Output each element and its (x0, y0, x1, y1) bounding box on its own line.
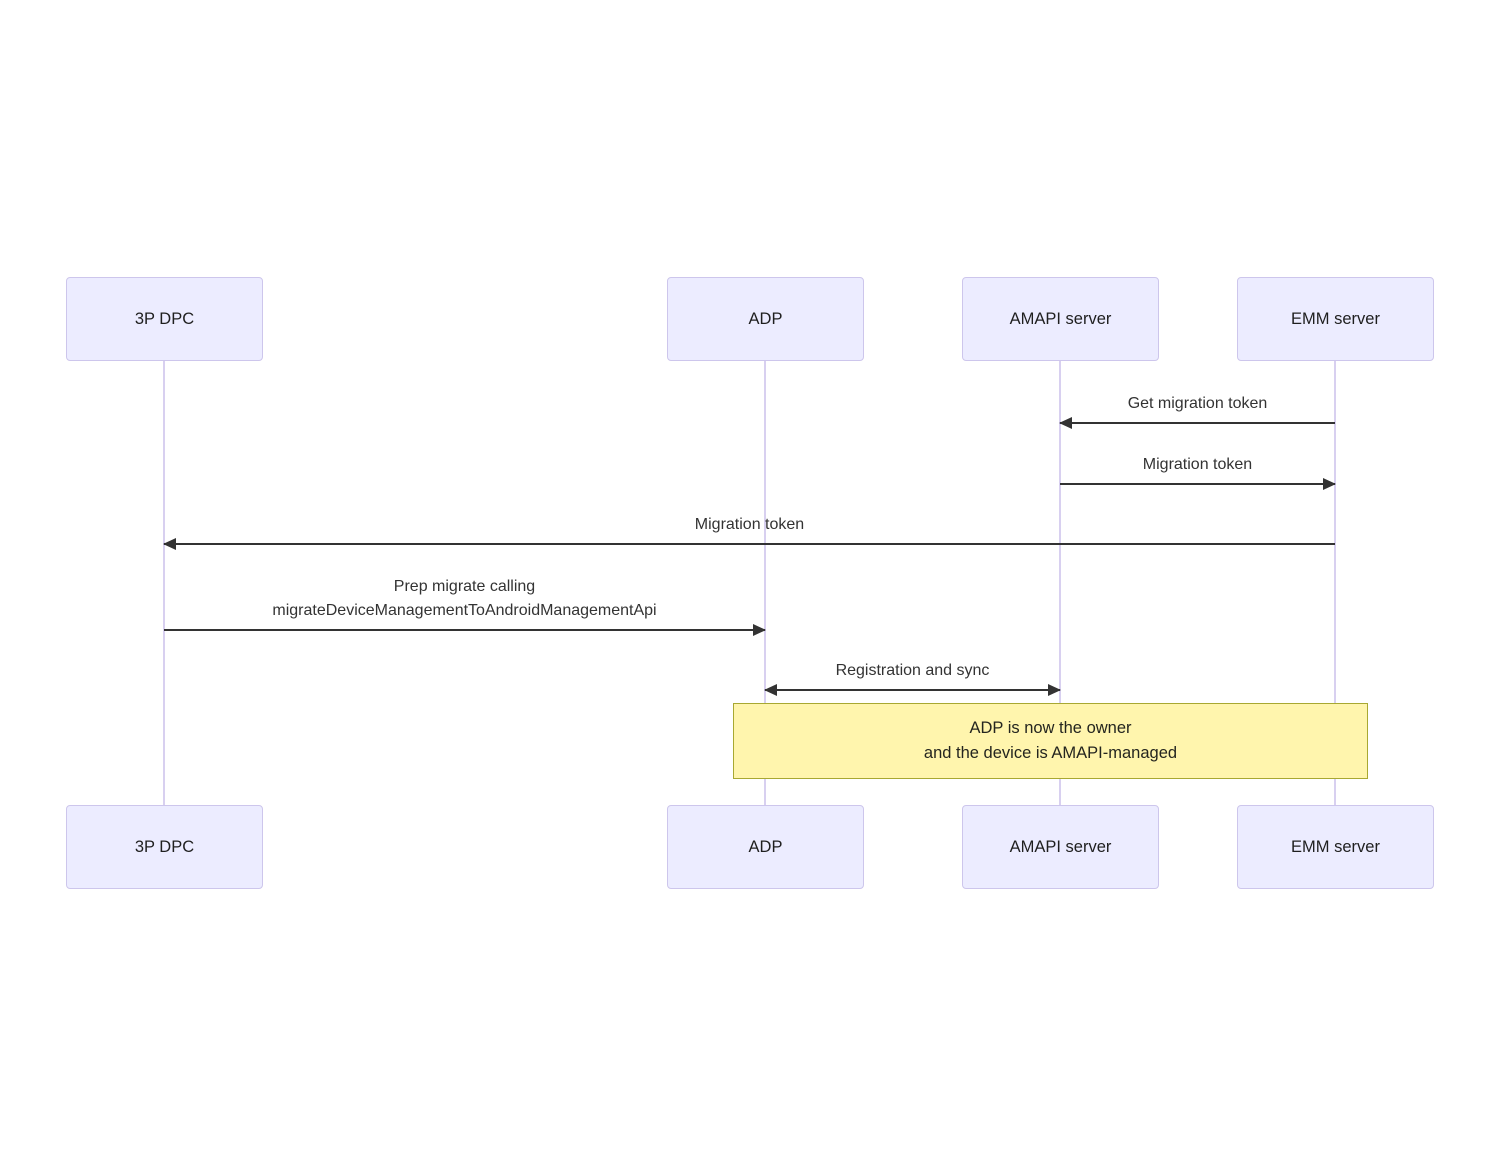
actor-label: AMAPI server (1009, 309, 1112, 328)
actor-emm-server-top: EMM server (1237, 277, 1434, 361)
message-label-migration-token-to-emm: Migration token (1142, 456, 1253, 473)
message-label-registration-and-sync: Registration and sync (835, 662, 990, 679)
actor-amapi-server-top: AMAPI server (962, 277, 1159, 361)
message-label-migration-token-to-dpc: Migration token (694, 516, 805, 533)
message-label-get-migration-token: Get migration token (1127, 395, 1268, 412)
actor-3p-dpc-bottom: 3P DPC (66, 805, 263, 889)
actor-label: AMAPI server (1009, 837, 1112, 856)
actor-amapi-server-bottom: AMAPI server (962, 805, 1159, 889)
actor-label: ADP (748, 309, 783, 328)
actor-3p-dpc-top: 3P DPC (66, 277, 263, 361)
message-arrow-registration-and-sync (764, 684, 1061, 696)
actor-emm-server-bottom: EMM server (1237, 805, 1434, 889)
actor-adp-bottom: ADP (667, 805, 864, 889)
message-arrow-get-migration-token (1059, 417, 1335, 429)
message-arrow-prep-migrate (164, 624, 766, 636)
actor-label: 3P DPC (134, 309, 195, 328)
actor-label: EMM server (1291, 837, 1380, 856)
message-arrow-migration-token-to-emm (1060, 478, 1336, 490)
lifeline-amapi-server (1059, 361, 1061, 805)
lifeline-adp (764, 361, 766, 805)
actor-label: EMM server (1291, 309, 1380, 328)
note-adp-owner: ADP is now the owner and the device is A… (733, 703, 1368, 779)
message-arrow-migration-token-to-dpc (163, 538, 1335, 550)
actor-label: ADP (748, 837, 783, 856)
actor-adp-top: ADP (667, 277, 864, 361)
actor-label: 3P DPC (134, 837, 195, 856)
lifeline-emm-server (1334, 361, 1336, 805)
message-label-prep-migrate: Prep migrate calling migrateDeviceManage… (272, 578, 657, 619)
lifeline-3p-dpc (163, 361, 165, 805)
